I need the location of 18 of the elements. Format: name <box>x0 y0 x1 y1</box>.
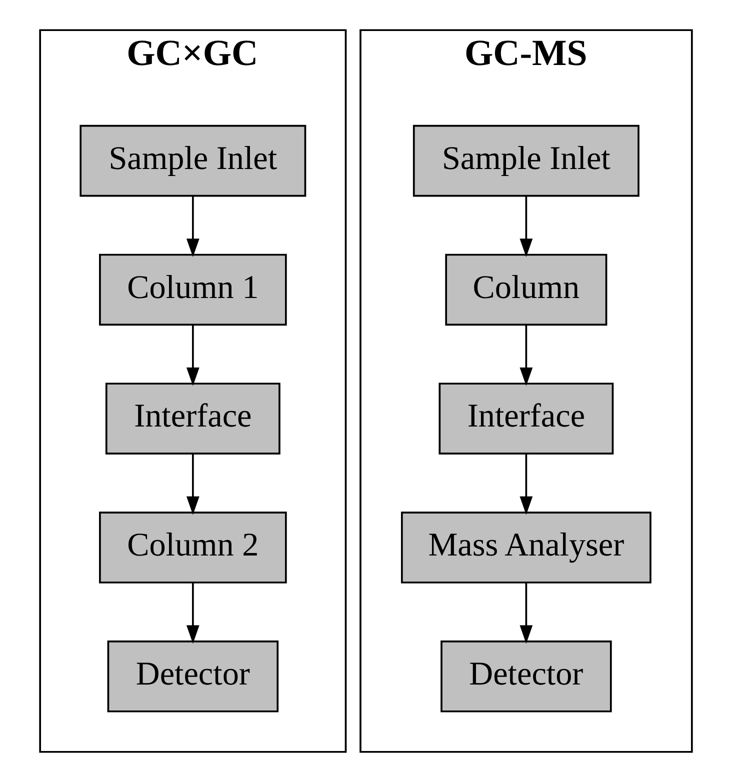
arrow <box>186 325 200 386</box>
node-box: Interface <box>105 382 280 455</box>
arrow <box>520 196 533 258</box>
arrow <box>520 582 533 644</box>
node-box: Column 2 <box>99 512 287 584</box>
arrow <box>520 454 533 515</box>
node-box: Interface <box>438 382 614 455</box>
arrow <box>186 454 200 515</box>
node-box: Column <box>445 254 608 326</box>
node-box: Detector <box>107 640 279 712</box>
node-box: Detector <box>440 640 612 712</box>
arrow <box>186 196 200 258</box>
node-box: Column 1 <box>99 254 287 326</box>
node-box: Sample Inlet <box>412 124 640 197</box>
node-box: Mass Analyser <box>400 512 652 584</box>
arrow <box>520 325 533 386</box>
node-box: Sample Inlet <box>80 124 306 197</box>
arrow <box>186 582 200 644</box>
